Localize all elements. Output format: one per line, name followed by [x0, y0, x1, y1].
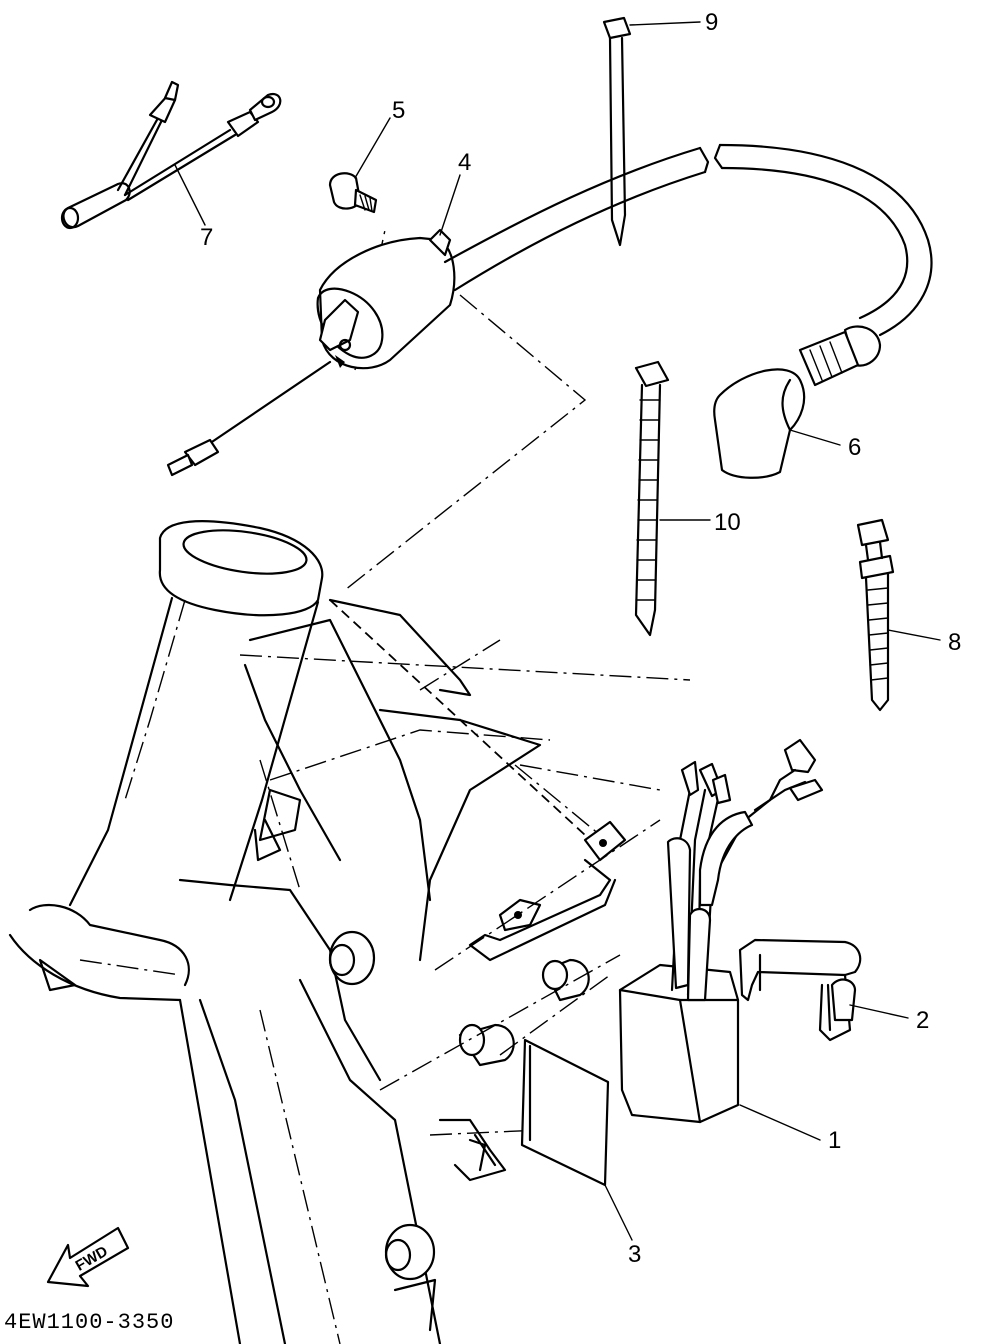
callout-10: 10 [714, 509, 741, 536]
clamp-part [738, 938, 862, 1042]
cable-tie-part [634, 360, 670, 637]
callout-8: 8 [948, 629, 961, 656]
damper-pad-part [520, 1038, 610, 1187]
callout-6: 6 [848, 434, 861, 461]
ignition-coil-part [166, 143, 933, 477]
callout-3: 3 [628, 1241, 641, 1268]
band-part [856, 518, 895, 712]
callout-4: 4 [458, 149, 471, 176]
callout-labels: 1 2 3 4 5 6 7 8 9 10 [200, 9, 961, 1268]
forward-arrow-icon: FWD [46, 1226, 130, 1288]
small-cable-tie-part [602, 16, 632, 247]
frame [8, 520, 691, 1344]
callout-5: 5 [392, 97, 405, 124]
wire-lead-part [60, 80, 282, 230]
part-code: 4EW1100-3350 [4, 1310, 174, 1335]
bolt-part [328, 172, 378, 214]
callout-7: 7 [200, 224, 213, 251]
spark-plug-cap-part [713, 325, 882, 479]
callout-leaders [174, 21, 941, 1241]
callout-2: 2 [916, 1007, 929, 1034]
cdi-unit-part [618, 738, 824, 1124]
callout-1: 1 [828, 1127, 841, 1154]
callout-9: 9 [705, 9, 718, 36]
